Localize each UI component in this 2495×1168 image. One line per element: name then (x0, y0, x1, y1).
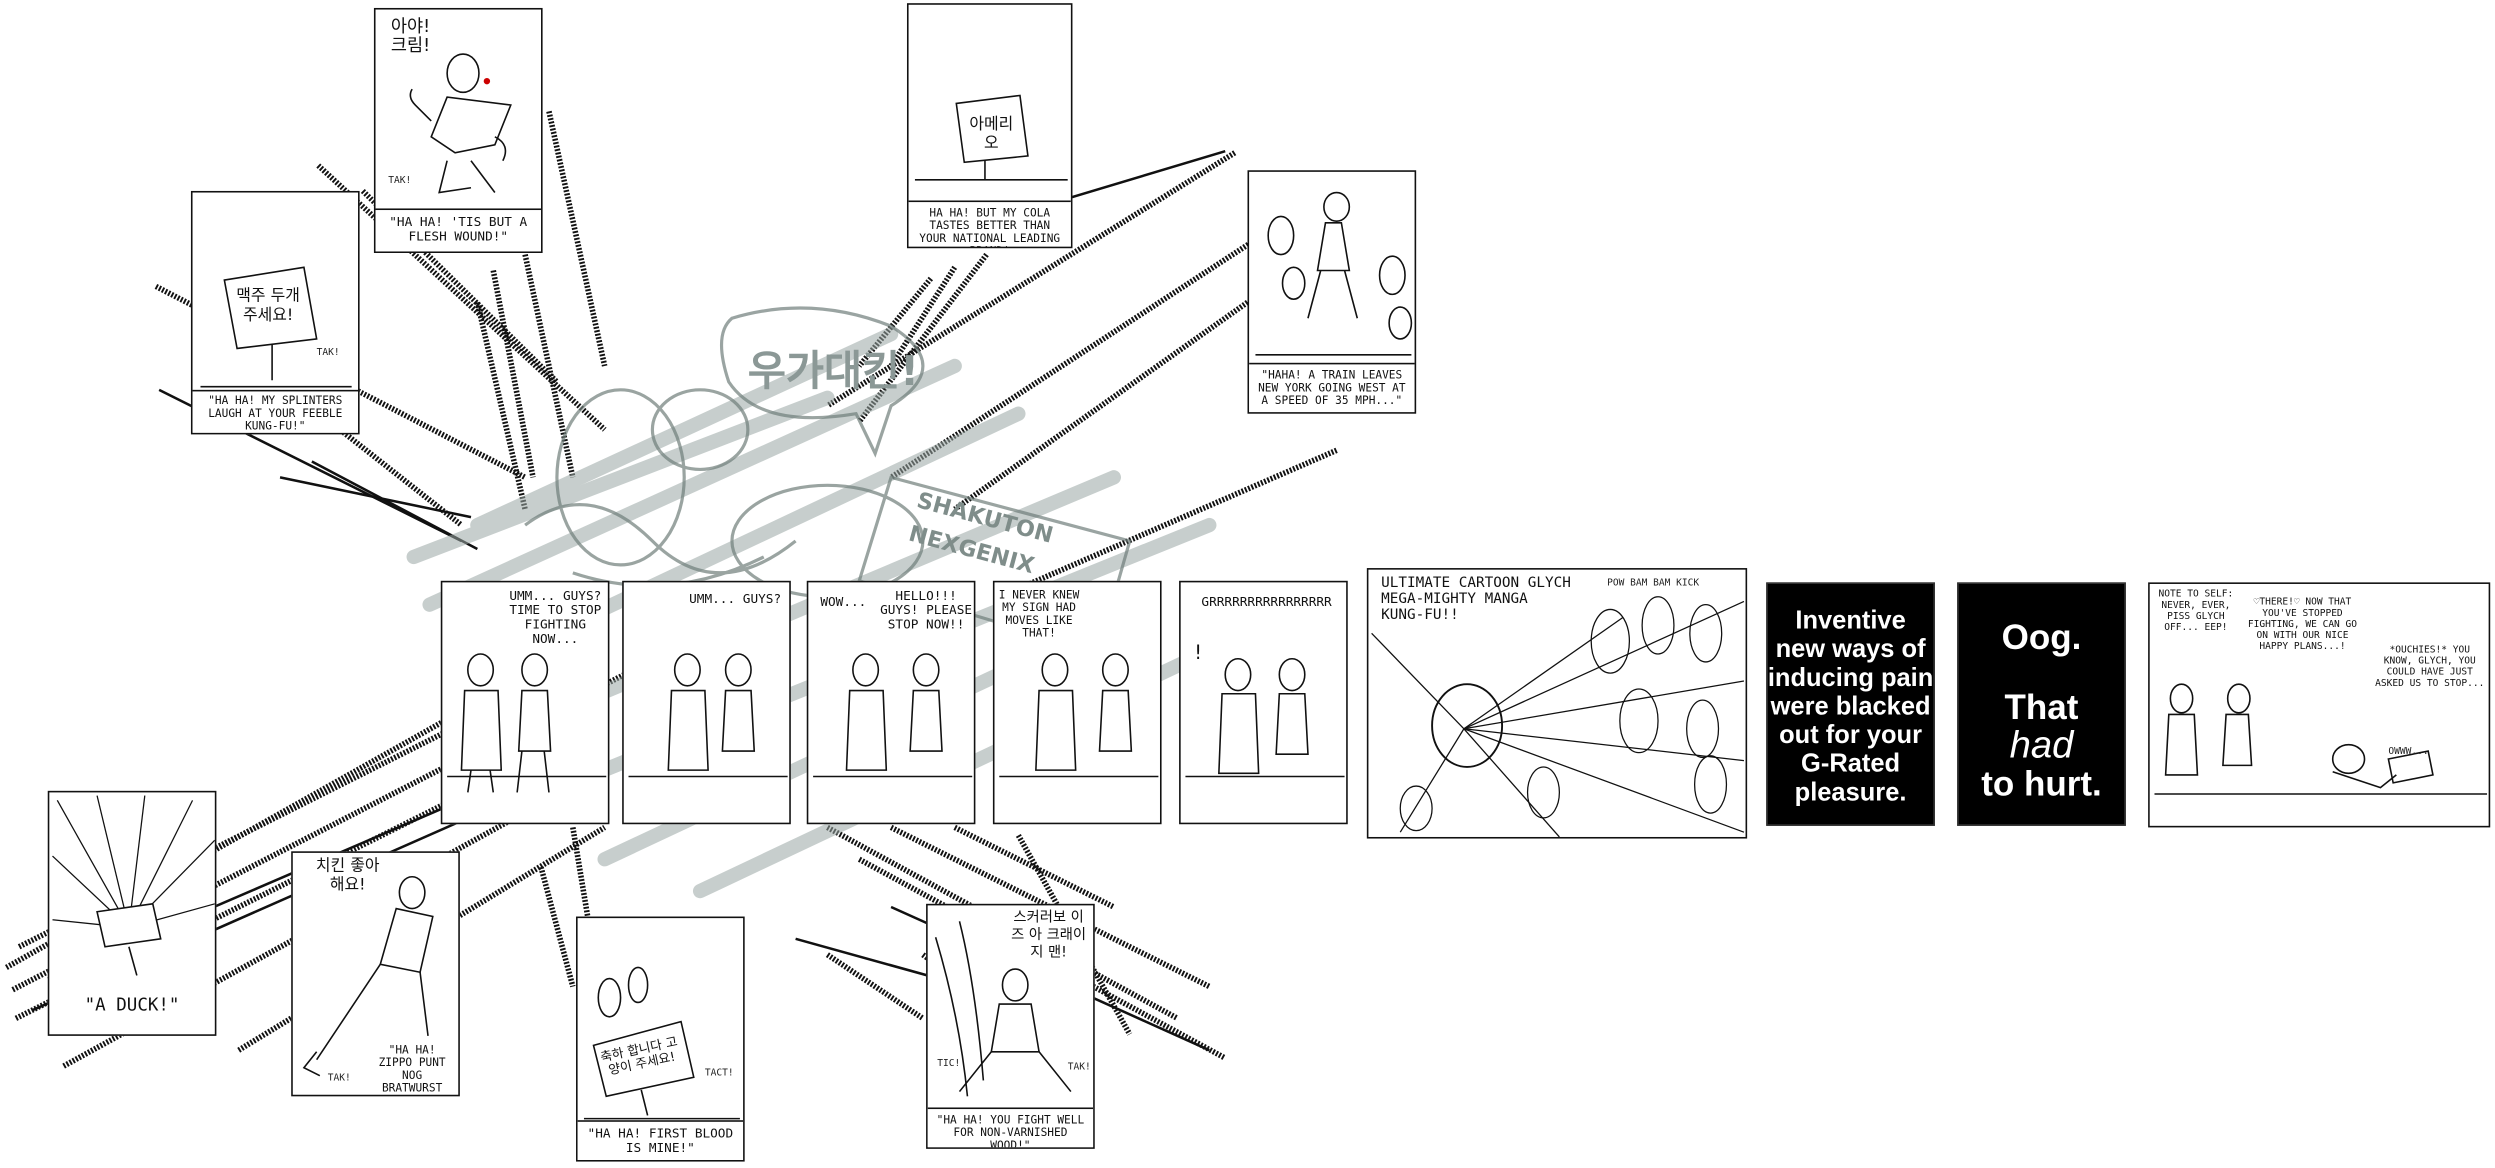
caption-text: "A DUCK!" (84, 994, 180, 1016)
two-characters-drawing (999, 653, 1159, 778)
sfx-text: TAK! (316, 346, 340, 359)
sfx-text: TAK! (327, 1072, 351, 1084)
two-characters-drawing (1185, 657, 1345, 778)
sign-text: 아메리오 (969, 116, 1014, 153)
panel-flesh-wound: 아야! 크림! TAK! "HA HA! 'TIS BUT A FLESH WO… (373, 7, 543, 254)
oog-line1: Oog. (2001, 617, 2082, 658)
jumping-figure-drawing (1255, 191, 1413, 356)
growl-sfx: GRRRRRRRRRRRRRRRR (1201, 595, 1332, 610)
panel-varnished-wood: 스커러보 이즈 아 크래이지 맨! TIC! TAK! "HA HA! YOU … (926, 903, 1095, 1149)
panel-cola: 아메리오 HA HA! BUT MY COLA TASTES BETTER TH… (906, 3, 1073, 249)
speech-bubble: 스커러보 이즈 아 크래이지 맨! (1011, 910, 1087, 962)
strip-panel-4: I NEVER KNEW MY SIGN HAD MOVES LIKE THAT… (992, 580, 1162, 825)
kung-fu-burst-drawing (1371, 596, 1745, 837)
caption-text: "HA HA! FIRST BLOOD IS MINE!" (587, 1126, 734, 1156)
strip-panel-3: WOW... HELLO!!! GUYS! PLEASE STOP NOW!! (806, 580, 976, 825)
two-characters-drawing (813, 653, 973, 778)
two-characters-drawing (447, 653, 607, 793)
radiant-sign-drawing (52, 795, 215, 976)
speech-bubble-mid: ♡THERE!♡ NOW THAT YOU'VE STOPPED FIGHTIN… (2247, 596, 2358, 653)
speech-bubble-right: HELLO!!! GUYS! PLEASE STOP NOW!! (880, 588, 973, 632)
caption-box: "HA HA! FIRST BLOOD IS MINE!" (577, 1120, 744, 1160)
caption-box: HA HA! BUT MY COLA TASTES BETTER THAN YO… (908, 200, 1071, 247)
caption-box: "HAHA! A TRAIN LEAVES NEW YORK GOING WES… (1249, 362, 1415, 413)
speech-bubble: I NEVER KNEW MY SIGN HAD MOVES LIKE THAT… (998, 588, 1080, 640)
panel-splinters: 맥주 두개 주세요! TAK! "HA HA! MY SPLINTERS LAU… (190, 190, 360, 435)
kicking-fighter-drawing (302, 875, 434, 1077)
sign-text: 맥주 두개 주세요! (236, 288, 300, 325)
caption-box: "HA HA! MY SPLINTERS LAUGH AT YOUR FEEBL… (192, 389, 359, 433)
caption-text: "HA HA! 'TIS BUT A FLESH WOUND!" (389, 214, 528, 244)
oog-line4: to hurt. (1981, 763, 2102, 804)
speech-bubble: UMM... GUYS? TIME TO STOP FIGHTING NOW..… (509, 588, 602, 647)
center-bubble-text: 우가대킨! (747, 348, 919, 397)
speech-bubble: ULTIMATE CARTOON GLYCH MEGA-MIGHTY MANGA… (1381, 576, 1571, 624)
panel-duck: "A DUCK!" (47, 790, 217, 1036)
caption-text: HA HA! BUT MY COLA TASTES BETTER THAN YO… (919, 206, 1061, 247)
sfx-right: TAK! (1067, 1061, 1091, 1073)
blackout-text: Inventive new ways of inducing pain were… (1767, 607, 1934, 807)
caption-text: "HAHA! A TRAIN LEAVES NEW YORK GOING WES… (1258, 369, 1406, 408)
aftermath-drawing (2154, 683, 2488, 795)
sfx-text: TACT! (704, 1067, 734, 1079)
sign-drawing (583, 966, 740, 1120)
strip-panel-9: NOTE TO SELF: NEVER, EVER, PISS GLYCH OF… (2148, 582, 2491, 828)
caption-text: "HA HA! YOU FIGHT WELL FOR NON-VARNISHED… (936, 1113, 1085, 1149)
caption-box: "HA HA! 'TIS BUT A FLESH WOUND!" (375, 208, 542, 252)
strip-panel-5: GRRRRRRRRRRRRRRRR ! (1179, 580, 1348, 825)
speech-bubble: UMM... GUYS? (689, 591, 782, 607)
strip-panel-1: UMM... GUYS? TIME TO STOP FIGHTING NOW..… (440, 580, 610, 825)
sfx-left: TIC! (937, 1058, 961, 1070)
exclaim-sfx: ! (1192, 641, 1204, 664)
oog-line2: That (2004, 687, 2079, 728)
sign-drawing (200, 266, 352, 388)
speech-bubble: 치킨 좋아해요! (315, 857, 380, 895)
sfx-text: TAK! (388, 175, 412, 187)
two-characters-drawing (628, 653, 788, 778)
speech-bubble: 아야! 크림! (390, 15, 431, 56)
caption-box: "HA HA! YOU FIGHT WELL FOR NON-VARNISHED… (927, 1107, 1094, 1149)
groan-sfx: OWWW... (2388, 746, 2429, 758)
caption-text: "HA HA! MY SPLINTERS LAUGH AT YOUR FEEBL… (208, 394, 343, 433)
speech-bubble-left: NOTE TO SELF: NEVER, EVER, PISS GLYCH OF… (2158, 588, 2234, 634)
speech-bubble-left: WOW... (820, 595, 867, 610)
strip-panel-6-kung-fu: ULTIMATE CARTOON GLYCH MEGA-MIGHTY MANGA… (1366, 568, 1748, 839)
oog-line3: had (2009, 723, 2074, 767)
impact-sfx: POW BAM BAM KICK (1607, 577, 1700, 589)
sign-drawing (914, 94, 1068, 181)
panel-first-blood: 축하 합니다 고양이 주세요! TACT! "HA HA! FIRST BLOO… (576, 916, 745, 1162)
strip-panel-7-blackout: Inventive new ways of inducing pain were… (1766, 582, 1935, 826)
strip-panel-8-oog: Oog. That had to hurt. (1957, 582, 2126, 826)
panel-train: "HAHA! A TRAIN LEAVES NEW YORK GOING WES… (1247, 170, 1417, 414)
panel-zippo: 치킨 좋아해요! TAK! "HA HA! ZIPPO PUNT NOG BRA… (291, 851, 460, 1097)
speech-bubble-right: *OUCHIES!* YOU KNOW, GLYCH, YOU COULD HA… (2375, 644, 2485, 689)
caption-text: "HA HA! ZIPPO PUNT NOG BRATWURST DISCO!" (378, 1043, 446, 1095)
strip-panel-2: UMM... GUYS? (622, 580, 791, 825)
